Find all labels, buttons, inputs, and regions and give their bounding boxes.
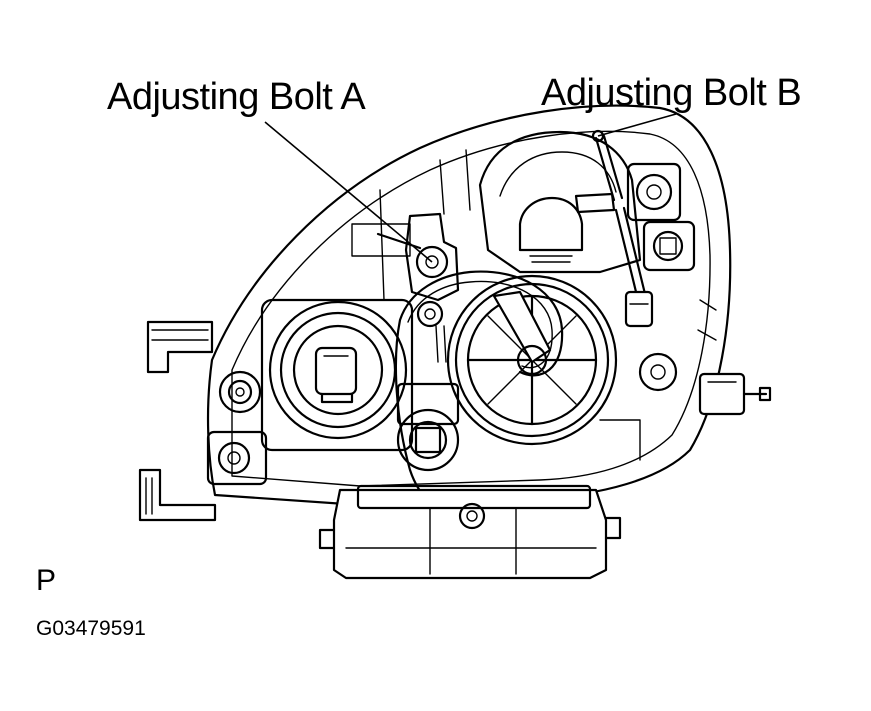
leveling-socket (396, 382, 460, 472)
callout-adjusting-bolt-a: Adjusting Bolt A (107, 76, 366, 118)
upper-bulb-cover (478, 130, 642, 274)
housing-inner-rim (231, 130, 711, 487)
left-lower-boss (206, 430, 268, 486)
adjusting-bolt-b-assembly (574, 129, 654, 328)
high-beam-reflector (446, 274, 618, 446)
wiring-harness-inner (407, 280, 553, 369)
callout-adjusting-bolt-b: Adjusting Bolt B (541, 72, 802, 114)
right-connector (642, 220, 696, 272)
view-letter: P (36, 564, 57, 597)
lower-left-bracket (138, 468, 217, 522)
low-beam-reflector (260, 298, 414, 452)
housing-ribs (351, 149, 717, 461)
adjusting-bolt-a-assembly (376, 212, 460, 363)
right-lower-boss (638, 352, 678, 392)
figure-code: G03479591 (36, 617, 146, 640)
leveling-motor-unit (318, 484, 622, 580)
leader-line-bolt-a (264, 121, 433, 263)
left-mounting-bracket (146, 320, 214, 374)
left-upper-boss (218, 370, 262, 414)
leader-line-bolt-b (597, 113, 677, 137)
right-upper-boss (626, 162, 682, 222)
right-side-lamp-socket (698, 372, 772, 416)
